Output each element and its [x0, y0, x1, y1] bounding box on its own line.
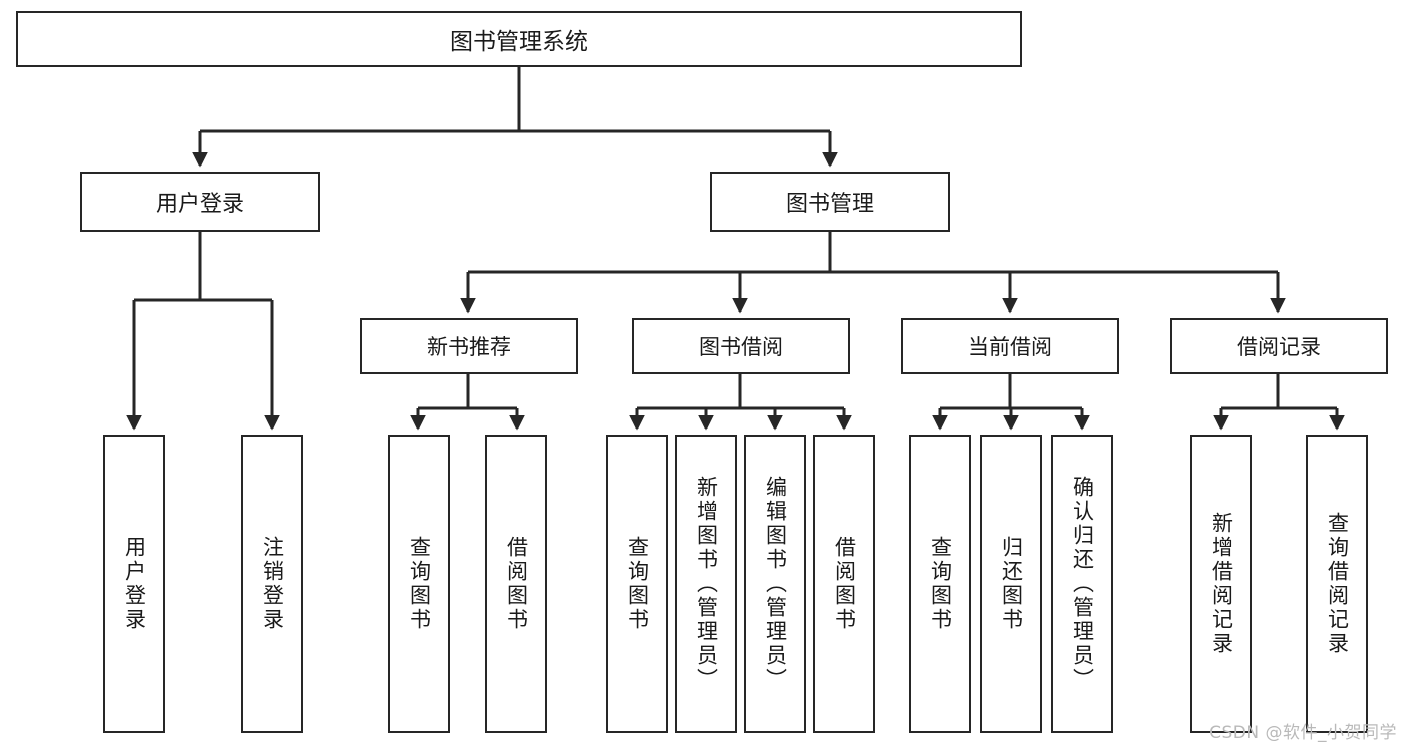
node-leaf-query-book-rec-label: 查询图书: [407, 536, 432, 632]
node-leaf-add-borrow-record[interactable]: 新增借阅记录: [1190, 435, 1252, 733]
node-leaf-query-book-borrow[interactable]: 查询图书: [606, 435, 668, 733]
node-user-login-label: 用户登录: [155, 192, 244, 217]
node-borrow-record[interactable]: 借阅记录: [1170, 318, 1388, 374]
node-leaf-query-book-current-label: 查询图书: [928, 536, 953, 632]
node-leaf-add-book-admin[interactable]: 新增图书（管理员）: [675, 435, 737, 733]
node-new-book-rec-label: 新书推荐: [427, 335, 511, 359]
csdn-watermark: CSDN @软件_小贺同学: [1209, 723, 1397, 743]
node-leaf-edit-book-admin[interactable]: 编辑图书（管理员）: [744, 435, 806, 733]
node-leaf-query-book-borrow-label: 查询图书: [625, 536, 650, 632]
node-root-label: 图书管理系统: [450, 29, 588, 55]
node-leaf-borrow-book-rec[interactable]: 借阅图书: [485, 435, 547, 733]
node-leaf-borrow-book-rec-label: 借阅图书: [504, 536, 529, 632]
node-current-borrow-label: 当前借阅: [968, 335, 1052, 359]
node-user-login[interactable]: 用户登录: [80, 172, 320, 232]
node-borrow-record-label: 借阅记录: [1237, 335, 1321, 359]
node-leaf-borrow-book-label: 借阅图书: [832, 536, 857, 632]
node-book-borrow-label: 图书借阅: [699, 335, 783, 359]
node-leaf-add-book-admin-label: 新增图书（管理员）: [694, 476, 719, 692]
node-leaf-return-book[interactable]: 归还图书: [980, 435, 1042, 733]
node-leaf-query-borrow-record-label: 查询借阅记录: [1325, 512, 1350, 656]
node-leaf-borrow-book[interactable]: 借阅图书: [813, 435, 875, 733]
node-leaf-add-borrow-record-label: 新增借阅记录: [1209, 512, 1234, 656]
node-book-borrow[interactable]: 图书借阅: [632, 318, 850, 374]
node-leaf-user-logout[interactable]: 注销登录: [241, 435, 303, 733]
node-leaf-edit-book-admin-label: 编辑图书（管理员）: [763, 476, 788, 692]
node-leaf-query-borrow-record[interactable]: 查询借阅记录: [1306, 435, 1368, 733]
node-book-manage-label: 图书管理: [785, 192, 874, 217]
node-leaf-return-book-label: 归还图书: [999, 536, 1024, 632]
node-current-borrow[interactable]: 当前借阅: [901, 318, 1119, 374]
node-leaf-user-logout-label: 注销登录: [260, 536, 285, 632]
node-leaf-user-login-label: 用户登录: [122, 536, 147, 632]
node-leaf-user-login[interactable]: 用户登录: [103, 435, 165, 733]
node-leaf-confirm-return-admin[interactable]: 确认归还（管理员）: [1051, 435, 1113, 733]
node-new-book-rec[interactable]: 新书推荐: [360, 318, 578, 374]
node-leaf-query-book-current[interactable]: 查询图书: [909, 435, 971, 733]
node-book-manage[interactable]: 图书管理: [710, 172, 950, 232]
node-leaf-query-book-rec[interactable]: 查询图书: [388, 435, 450, 733]
node-root[interactable]: 图书管理系统: [16, 11, 1022, 67]
node-leaf-confirm-return-admin-label: 确认归还（管理员）: [1070, 476, 1095, 692]
